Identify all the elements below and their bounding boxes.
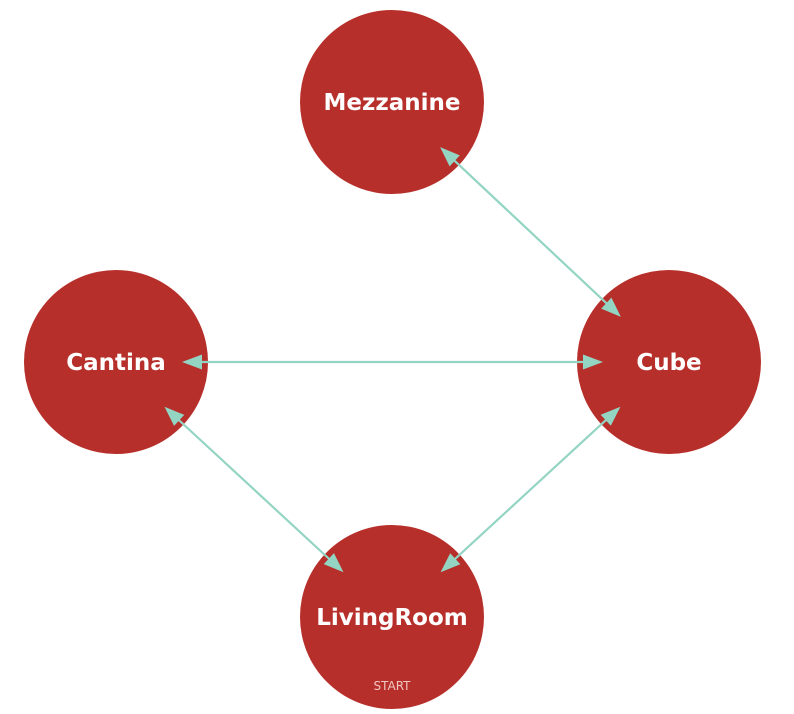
- node-cube[interactable]: Cube: [577, 270, 761, 454]
- arrowhead-livingroom: [323, 553, 344, 573]
- arrowhead-cube: [601, 297, 621, 317]
- edge-mezzanine-cube: [440, 147, 621, 317]
- node-circle: [300, 525, 484, 709]
- edge-line: [166, 408, 342, 571]
- node-label: Mezzanine: [323, 90, 460, 116]
- node-mezzanine[interactable]: Mezzanine: [300, 10, 484, 194]
- edge-line: [441, 148, 620, 316]
- edges-overlay: [164, 147, 621, 573]
- node-label: Cube: [636, 350, 701, 376]
- edge-cube-livingroom: [440, 406, 621, 573]
- arrowhead-mezzanine: [440, 147, 460, 167]
- node-circle: [577, 270, 761, 454]
- arrowhead-cube: [583, 354, 603, 370]
- edge-cantina-livingroom: [164, 406, 344, 573]
- arrowhead-livingroom: [440, 553, 461, 573]
- arrowhead-cantina: [182, 354, 202, 370]
- node-circle: [24, 270, 208, 454]
- node-sublabel: START: [373, 679, 411, 693]
- node-label: LivingRoom: [316, 605, 468, 631]
- arrowhead-cantina: [164, 406, 185, 426]
- edge-cantina-cube: [182, 354, 603, 370]
- arrowhead-cube: [600, 406, 621, 426]
- edge-line: [442, 408, 619, 571]
- node-circle: [300, 10, 484, 194]
- node-label: Cantina: [66, 350, 166, 376]
- node-cantina[interactable]: Cantina: [24, 270, 208, 454]
